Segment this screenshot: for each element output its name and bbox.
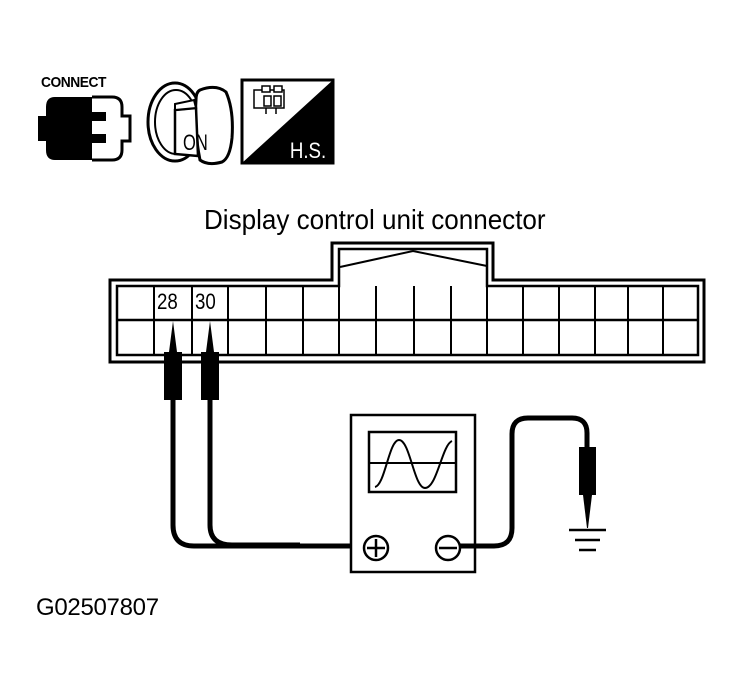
hs-label: H.S. [290, 140, 326, 164]
connector-connect-icon [38, 95, 132, 162]
sine-wave-icon [374, 438, 453, 490]
display-control-unit-connector [108, 241, 706, 364]
ignition-on-label: ON [183, 131, 208, 156]
terminal-30-label: 30 [195, 289, 216, 314]
positive-lead-wire [170, 400, 363, 549]
probe-terminal-28 [164, 321, 182, 400]
terminal-28-label: 28 [157, 289, 178, 314]
negative-lead-wire [460, 415, 590, 549]
positive-terminal [362, 534, 390, 562]
harness-side-icon: H.S. [240, 78, 335, 165]
ground-probe [579, 447, 596, 528]
probe-terminal-30 [201, 321, 219, 400]
ignition-key-on-icon: ON [146, 81, 234, 166]
connector-title: Display control unit connector [204, 204, 546, 235]
negative-terminal [434, 534, 462, 562]
connect-label: CONNECT [41, 74, 107, 91]
oscilloscope [349, 413, 477, 574]
figure-id: G02507807 [36, 594, 159, 621]
ground-symbol-icon [569, 528, 606, 552]
